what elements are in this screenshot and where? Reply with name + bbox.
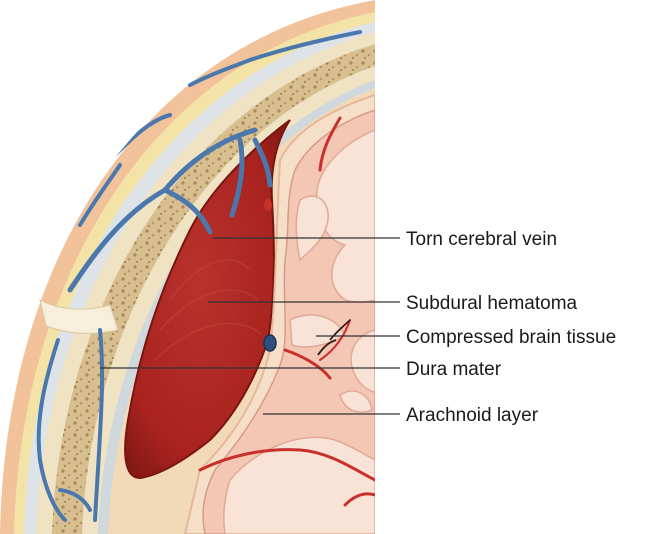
label-compressed-brain-tissue: Compressed brain tissue <box>406 327 616 348</box>
label-torn-cerebral-vein: Torn cerebral vein <box>406 229 557 250</box>
label-dura-mater: Dura mater <box>406 359 502 380</box>
label-arachnoid-layer: Arachnoid layer <box>406 405 539 426</box>
label-subdural-hematoma: Subdural hematoma <box>406 293 578 314</box>
vein-cross-section <box>264 335 276 351</box>
labels: Torn cerebral vein Subdural hematoma Com… <box>406 229 616 426</box>
head-cross-section <box>0 0 375 534</box>
